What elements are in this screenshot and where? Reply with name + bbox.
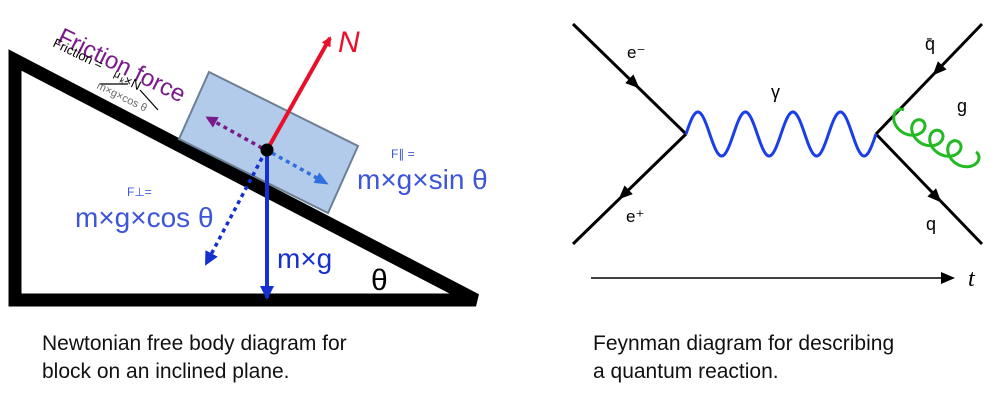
mu-subscript: k bbox=[118, 76, 126, 86]
gluon-propagator bbox=[892, 107, 981, 169]
parallel-component-equation: m×g×sin θ bbox=[357, 164, 488, 195]
perpendicular-component-equation: m×g×cos θ bbox=[75, 202, 214, 233]
connector-line-right bbox=[139, 89, 159, 111]
free-body-caption: Newtonian free body diagram for block on… bbox=[42, 330, 347, 386]
feynman-caption-line-2: a quantum reaction. bbox=[593, 360, 779, 383]
times-n: ×N bbox=[122, 72, 144, 93]
f-parallel-label: F∥ = bbox=[391, 147, 415, 161]
quark-arrow bbox=[919, 179, 942, 203]
free-body-diagram: Friction force Friction = μ k ×N m×g×cos… bbox=[8, 23, 488, 307]
f-perpendicular-label: F⊥= bbox=[127, 185, 152, 199]
positron-arrow bbox=[618, 178, 641, 200]
friction-force-arrow bbox=[205, 116, 263, 150]
feynman-caption: Feynman diagram for describing a quantum… bbox=[593, 330, 894, 386]
electron-label: e⁻ bbox=[627, 43, 645, 62]
normal-force-label: N bbox=[338, 26, 360, 59]
photon-propagator bbox=[684, 110, 878, 158]
quark-label: q bbox=[926, 214, 936, 234]
angle-theta-label: θ bbox=[371, 264, 388, 297]
feynman-caption-line-1: Feynman diagram for describing bbox=[593, 332, 895, 355]
feynman-diagram: e⁻ e⁺ γ q̄ g q t bbox=[571, 22, 984, 292]
electron-arrow bbox=[617, 67, 640, 89]
inclined-plane bbox=[8, 49, 480, 307]
normal-force-arrow bbox=[265, 36, 332, 151]
center-of-mass-dot bbox=[260, 143, 274, 157]
photon-label: γ bbox=[771, 82, 780, 102]
gravity-label: m×g bbox=[277, 243, 332, 274]
perpendicular-component-arrow bbox=[204, 157, 264, 266]
free-body-caption-line-2: block on an inclined plane. bbox=[42, 360, 290, 383]
free-body-caption-line-1: Newtonian free body diagram for bbox=[42, 332, 347, 355]
positron-label: e⁺ bbox=[626, 207, 644, 226]
gluon-label: g bbox=[957, 96, 967, 116]
time-axis-label: t bbox=[968, 266, 976, 292]
antiquark-label: q̄ bbox=[925, 34, 935, 54]
antiquark-arrow bbox=[932, 52, 955, 76]
mu-symbol: μ bbox=[112, 68, 123, 82]
parallel-component-arrow bbox=[271, 151, 329, 185]
